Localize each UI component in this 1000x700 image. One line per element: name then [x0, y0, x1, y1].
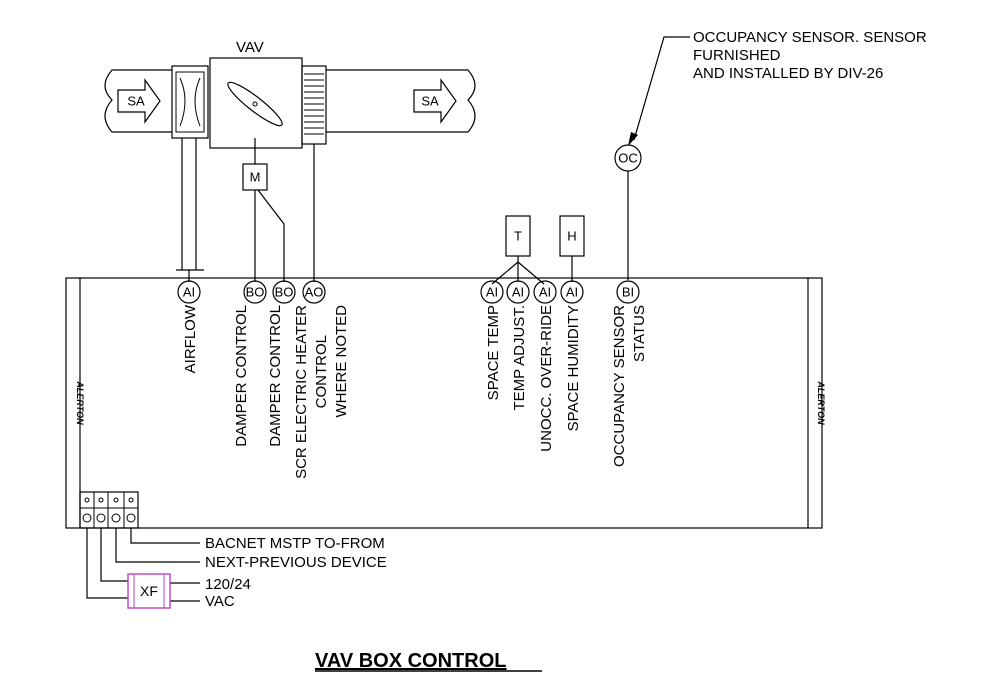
transformer-icon: XF [127, 573, 171, 609]
page-title: VAV BOX CONTROL [315, 650, 506, 672]
temp-sensor-label: T [514, 229, 522, 244]
point-type: BI [622, 285, 634, 300]
point-type: AI [539, 285, 551, 300]
controller-brand-left: ALERTON [75, 380, 85, 425]
vav-box: VAV [209, 39, 303, 149]
point-0: AI AIRFLOW [177, 280, 201, 373]
occupancy-note-line-2: FURNISHED [693, 47, 781, 64]
point-7: AI SPACE HUMIDITY [560, 280, 584, 431]
controller-box [65, 277, 823, 529]
occupancy-sensor: OC [614, 36, 690, 280]
airflow-tubes [176, 138, 204, 282]
point-type: AI [183, 285, 195, 300]
terminal-block [79, 491, 139, 529]
wiring-notes: BACNET MSTP TO-FROM NEXT-PREVIOUS DEVICE… [205, 535, 387, 610]
motor-label: M [250, 170, 261, 185]
point-type: AI [512, 285, 524, 300]
point-type: AI [566, 285, 578, 300]
point-5: AI TEMP ADJUST. [506, 280, 530, 411]
field-wiring [86, 528, 200, 602]
point-label: UNOCC. OVER-RIDE [538, 305, 555, 452]
damper-actuator: M [242, 138, 285, 282]
point-label: AIRFLOW [182, 304, 199, 373]
note-bacnet: BACNET MSTP TO-FROM [205, 535, 385, 552]
point-4: AI SPACE TEMP [480, 280, 504, 400]
point-label: DAMPER CONTROL [267, 305, 284, 447]
humidity-sensor-label: H [567, 229, 576, 244]
note-next-previous: NEXT-PREVIOUS DEVICE [205, 554, 387, 571]
brand-logo-right: ALERTON [816, 380, 826, 425]
point-1: BO DAMPER CONTROL [233, 280, 267, 447]
occupancy-device-label: OC [618, 151, 638, 166]
point-label: WHERE NOTED [333, 305, 350, 418]
point-type: AI [486, 285, 498, 300]
point-8: BI OCCUPANCY SENSOR STATUS [611, 280, 648, 467]
brand-logo-left: ALERTON [75, 380, 85, 425]
point-label: SPACE TEMP [485, 305, 502, 400]
supply-air-arrow-right: SA [413, 78, 457, 124]
point-label: SPACE HUMIDITY [565, 305, 582, 431]
point-type: BO [275, 285, 294, 300]
leader-arrowhead-icon [628, 132, 638, 146]
point-label: STATUS [631, 305, 648, 362]
point-3: AO SCR ELECTRIC HEATER CONTROL WHERE NOT… [293, 280, 350, 479]
occupancy-note-line-1: OCCUPANCY SENSOR. SENSOR [693, 29, 927, 46]
controller-brand-right: ALERTON [816, 380, 826, 425]
vav-label: VAV [236, 39, 264, 56]
note-vac: VAC [205, 593, 235, 610]
point-label: OCCUPANCY SENSOR [611, 305, 628, 467]
point-2: BO DAMPER CONTROL [267, 280, 296, 447]
point-label: SCR ELECTRIC HEATER [293, 305, 310, 479]
temperature-sensor: T [491, 215, 545, 285]
humidity-sensor: H [559, 215, 585, 282]
point-label: DAMPER CONTROL [233, 305, 250, 447]
transformer-label: XF [140, 583, 158, 599]
point-6: AI UNOCC. OVER-RIDE [533, 280, 557, 452]
sa-label-right: SA [421, 94, 439, 109]
occupancy-note-line-3: AND INSTALLED BY DIV-26 [693, 65, 883, 82]
supply-air-arrow-left: SA [117, 78, 161, 124]
point-type: AO [305, 285, 324, 300]
supply-duct [104, 69, 476, 133]
point-type: BO [246, 285, 265, 300]
point-label: TEMP ADJUST. [511, 305, 528, 411]
damper-blade-icon [227, 81, 283, 127]
note-voltage: 120/24 [205, 576, 251, 593]
heater-coil-icon [301, 65, 327, 145]
point-label: CONTROL [313, 335, 330, 408]
occupancy-note: OCCUPANCY SENSOR. SENSOR FURNISHED AND I… [693, 29, 927, 82]
airflow-station-icon [171, 65, 209, 139]
sa-label-left: SA [127, 94, 145, 109]
